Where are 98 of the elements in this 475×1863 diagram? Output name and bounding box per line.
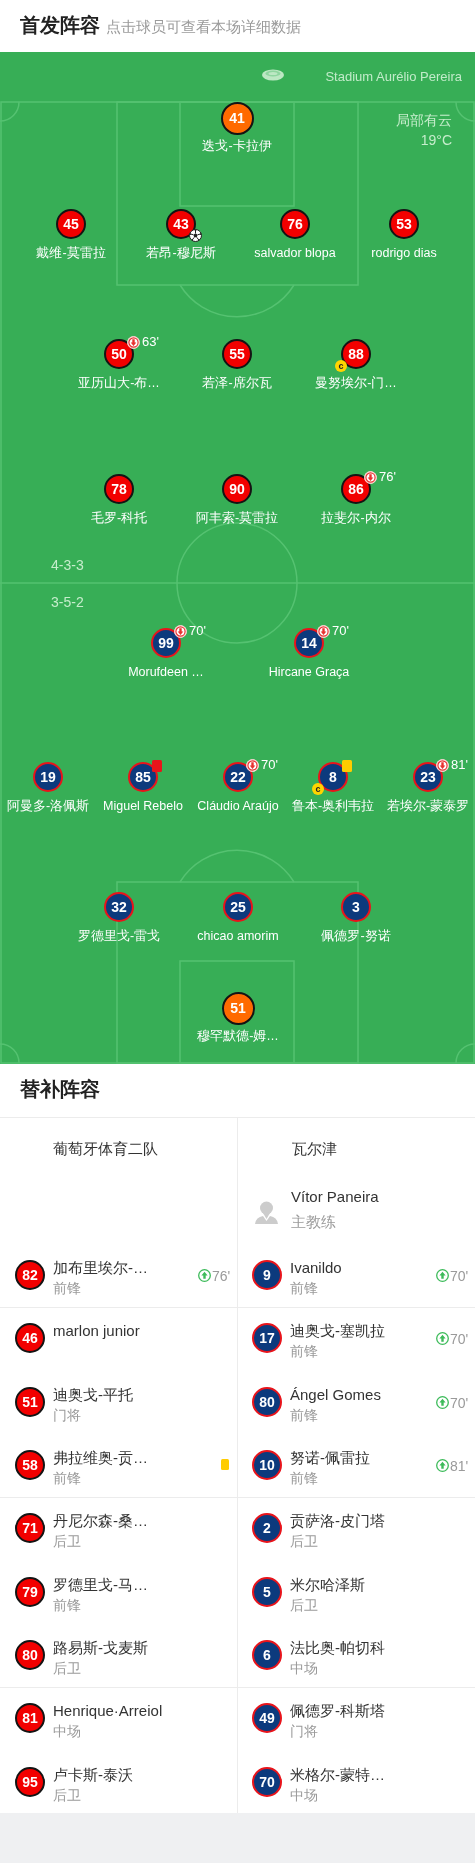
player-name: marlon junior xyxy=(53,1320,140,1340)
number-circle: 95 xyxy=(15,1767,45,1797)
position-label: 前锋 xyxy=(290,1342,318,1360)
player-name: 罗德里戈-雷戈 xyxy=(77,928,161,944)
player-name: 迪奥戈-平托 xyxy=(53,1384,133,1404)
number-circle: 49 xyxy=(252,1703,282,1733)
number-circle: 17 xyxy=(252,1323,282,1353)
position-label: 中场 xyxy=(290,1659,318,1677)
player-name: 毛罗-科托 xyxy=(90,510,148,526)
position-label: 中场 xyxy=(290,1786,318,1804)
number-circle: 9 xyxy=(252,1260,282,1290)
number-circle: 70 xyxy=(252,1767,282,1797)
hint-text: 点击球员可查看本场详细数据 xyxy=(106,16,301,36)
position-label: 后卫 xyxy=(53,1659,81,1677)
player-name: rodrigo dias xyxy=(371,245,437,261)
position-label: 中场 xyxy=(53,1722,81,1740)
team-name: 葡萄牙体育二队 xyxy=(53,1138,158,1158)
player-name: 若埃尔-蒙泰罗 xyxy=(386,798,470,814)
number-circle: 51 xyxy=(15,1387,45,1417)
player-name: 阿曼多-洛佩斯 xyxy=(6,798,90,814)
position-label: 前锋 xyxy=(290,1406,318,1424)
number-circle: 80 xyxy=(252,1387,282,1417)
section-title: 替补阵容 xyxy=(20,1076,100,1102)
player-name: Morufdeen … xyxy=(128,664,204,680)
player-name: 佩德罗-科斯塔 xyxy=(290,1700,385,1720)
stadium-name: Stadium Aurélio Pereira xyxy=(325,69,462,85)
position-label: 门将 xyxy=(53,1406,81,1424)
number-circle: 6 xyxy=(252,1640,282,1670)
page-title: 首发阵容 xyxy=(20,12,100,38)
position-label: 前锋 xyxy=(290,1279,318,1297)
number-circle: 46 xyxy=(15,1323,45,1353)
position-label: 前锋 xyxy=(53,1279,81,1297)
player-name: 迭戈-卡拉伊 xyxy=(202,138,272,154)
player-name: chicao amorim xyxy=(197,928,279,944)
minute-label: 70' xyxy=(332,623,349,639)
player-name: 法比奥-帕切科 xyxy=(290,1637,385,1657)
minute-label: 70' xyxy=(189,623,206,639)
player-name: 鲁本-奥利韦拉 xyxy=(291,798,375,814)
position-label: 门将 xyxy=(290,1722,318,1740)
position-label: 前锋 xyxy=(53,1469,81,1487)
minute-label: 76' xyxy=(212,1267,231,1285)
player-name: 加布里埃尔-… xyxy=(53,1257,148,1277)
number-circle: 80 xyxy=(15,1640,45,1670)
player-name: Ángel Gomes xyxy=(290,1384,381,1404)
player-name: 弗拉维奥-贡… xyxy=(53,1447,148,1467)
player-name: 佩德罗-努诺 xyxy=(321,928,391,944)
player-name: Miguel Rebelo xyxy=(103,798,183,814)
minute-label: 70' xyxy=(261,757,278,773)
player-name: 拉斐尔-内尔 xyxy=(321,510,391,526)
position-label: 后卫 xyxy=(53,1532,81,1550)
position-label: 后卫 xyxy=(290,1532,318,1550)
player-name: Cláudio Araújo xyxy=(197,798,279,814)
player-name: 努诺-佩雷拉 xyxy=(290,1447,370,1467)
position-label: 后卫 xyxy=(53,1786,81,1804)
position-label: 后卫 xyxy=(290,1596,318,1614)
formation-label: 3-5-2 xyxy=(51,593,84,611)
player-name: 迪奥戈-塞凯拉 xyxy=(290,1320,385,1340)
minute-label: 76' xyxy=(379,469,396,485)
player-name: 穆罕默德-姆… xyxy=(197,1028,279,1044)
player-name: Hircane Graça xyxy=(268,664,350,680)
coach-name: Vítor Paneira xyxy=(291,1186,379,1206)
minute-label: 70' xyxy=(450,1394,469,1412)
number-circle: 81 xyxy=(15,1703,45,1733)
number-circle: 71 xyxy=(15,1513,45,1543)
number-circle: 82 xyxy=(15,1260,45,1290)
team-name: 瓦尔津 xyxy=(292,1138,337,1158)
player-name: 亚历山大-布… xyxy=(78,375,160,391)
coach-role: 主教练 xyxy=(291,1211,336,1231)
position-label: 前锋 xyxy=(53,1596,81,1614)
player-name: salvador blopa xyxy=(254,245,336,261)
formation-label: 4-3-3 xyxy=(51,556,84,574)
minute-label: 70' xyxy=(450,1330,469,1348)
temperature-text: 19°C xyxy=(420,131,452,149)
player-name: Ivanildo xyxy=(290,1257,342,1277)
minute-label: 70' xyxy=(450,1267,469,1285)
minute-label: 63' xyxy=(142,334,159,350)
player-name: 若泽-席尔瓦 xyxy=(202,375,272,391)
player-name: 路易斯-戈麦斯 xyxy=(53,1637,148,1657)
minute-label: 81' xyxy=(450,1457,469,1475)
number-circle: 2 xyxy=(252,1513,282,1543)
weather-text: 局部有云 xyxy=(396,111,452,129)
position-label: 前锋 xyxy=(290,1469,318,1487)
player-name: 阿丰索-莫雷拉 xyxy=(195,510,279,526)
number-circle: 79 xyxy=(15,1577,45,1607)
player-name: 卢卡斯-泰沃 xyxy=(53,1764,133,1784)
player-name: 丹尼尔森-桑… xyxy=(53,1510,148,1530)
player-name: 米格尔-蒙特… xyxy=(290,1764,385,1784)
player-name: 曼努埃尔-门… xyxy=(315,375,397,391)
player-name: 米尔哈泽斯 xyxy=(290,1574,365,1594)
player-name: 贡萨洛-皮门塔 xyxy=(290,1510,385,1530)
player-name: 若昂-穆尼斯 xyxy=(146,245,216,261)
player-name: 戴维-莫雷拉 xyxy=(36,245,106,261)
number-circle: 10 xyxy=(252,1450,282,1480)
number-circle: 58 xyxy=(15,1450,45,1480)
player-name: 罗德里戈-马… xyxy=(53,1574,148,1594)
player-name: Henrique·Arreiol xyxy=(53,1700,163,1720)
number-circle: 5 xyxy=(252,1577,282,1607)
minute-label: 81' xyxy=(451,757,468,773)
